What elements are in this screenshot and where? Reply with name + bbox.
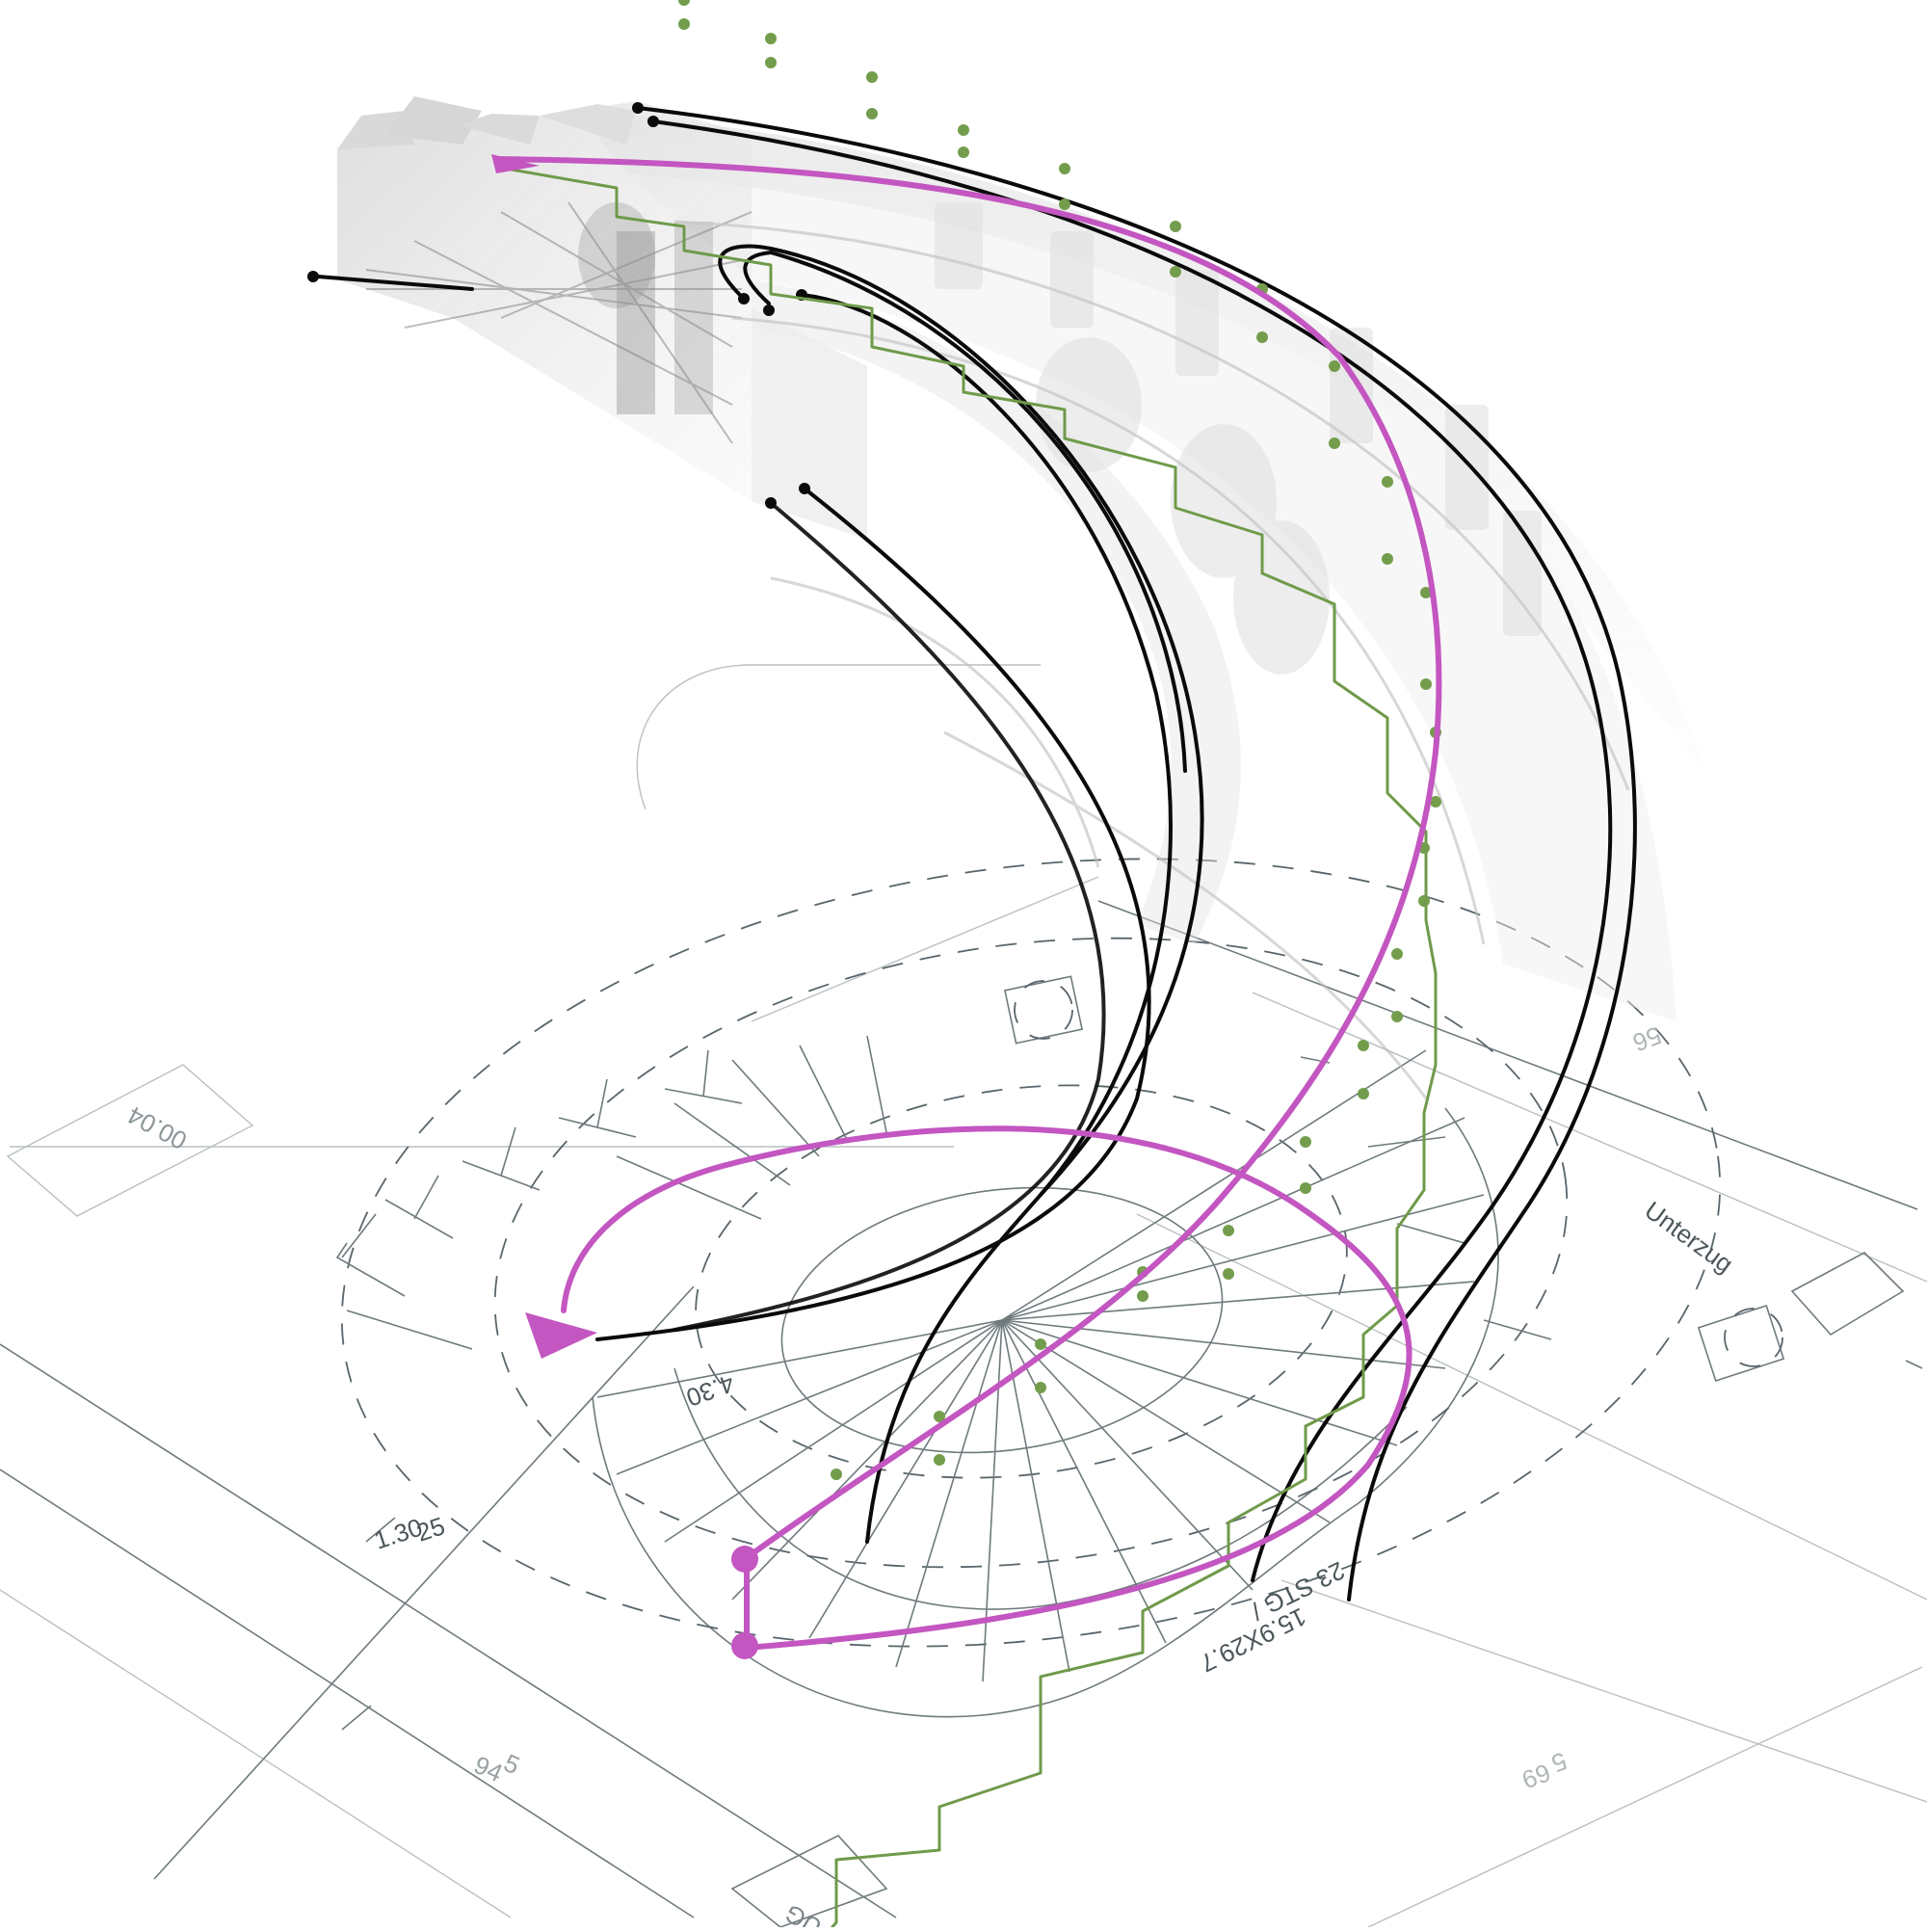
dim-bottom-sup: 5 bbox=[500, 1748, 524, 1780]
stair-outer-edge bbox=[1358, 1107, 1499, 1504]
left-rail-stub bbox=[316, 275, 474, 291]
tread-lines bbox=[596, 1035, 1485, 1682]
plan-grid-line bbox=[1097, 900, 1918, 1210]
ghost-block bbox=[337, 101, 752, 501]
step-nodes bbox=[678, 0, 1441, 1480]
upper-outline bbox=[751, 876, 1099, 1022]
plan-grid-line bbox=[1136, 1213, 1927, 1601]
inner-rail-hook bbox=[718, 244, 1204, 1197]
dim-tick bbox=[365, 1517, 396, 1543]
ghost-opening bbox=[578, 202, 655, 308]
step-zigzag bbox=[505, 167, 1438, 1932]
ghost-block bbox=[337, 111, 414, 149]
plan-grid-line bbox=[1280, 1579, 1927, 1803]
stair-outer-edge bbox=[1069, 1502, 1359, 1697]
outer-rail-bottom bbox=[651, 119, 1613, 1582]
stair-ring bbox=[493, 937, 1569, 1569]
direction-arrow bbox=[525, 1312, 597, 1359]
column-circle bbox=[1014, 980, 1073, 1040]
start-node bbox=[731, 1546, 758, 1573]
column-circle bbox=[1724, 1308, 1783, 1367]
ghost-structure bbox=[337, 96, 1705, 1099]
plan-grid-line bbox=[0, 1343, 897, 1919]
stair-ring bbox=[340, 858, 1722, 1648]
level-box bbox=[6, 1064, 254, 1217]
inner-rail-upper bbox=[800, 293, 1173, 1544]
step-markers bbox=[335, 1049, 1552, 1350]
outer-rail-top bbox=[636, 106, 1637, 1601]
plan-grid-line bbox=[1252, 992, 1927, 1283]
inner-rail-lower-2 bbox=[673, 501, 1106, 1332]
walking-line-ascent bbox=[493, 156, 1442, 1562]
stair-inner-edge bbox=[1078, 1406, 1408, 1601]
stair-inner-edge bbox=[673, 1367, 1080, 1610]
stair-ring bbox=[695, 1084, 1348, 1479]
ghost-wall bbox=[752, 279, 1241, 944]
dim-right-label: 69 bbox=[1518, 1758, 1554, 1794]
base-node bbox=[731, 1632, 758, 1659]
ghost-struts bbox=[365, 201, 752, 444]
column-box bbox=[1697, 1304, 1785, 1383]
dim-top-right-label: 56 bbox=[1629, 1020, 1665, 1057]
ghost-block bbox=[458, 114, 540, 145]
dim-tick bbox=[341, 1705, 372, 1731]
column-box bbox=[1790, 1252, 1905, 1337]
ghost-block bbox=[752, 308, 867, 540]
plan-grid-line bbox=[0, 1589, 512, 1919]
step-profile bbox=[505, 0, 1441, 1932]
plan-grid-line bbox=[153, 1285, 695, 1880]
ghost-post bbox=[617, 231, 655, 414]
plan-grid-line bbox=[0, 1469, 695, 1919]
dim-right-sup: 5 bbox=[1547, 1746, 1571, 1778]
walking-line bbox=[491, 154, 1442, 1659]
walking-line-plan bbox=[561, 1125, 1412, 1651]
upper-outline bbox=[636, 664, 1041, 810]
level-bottom-box bbox=[730, 1835, 888, 1928]
stair-eye bbox=[780, 1186, 1224, 1454]
beam-label: Unterzug bbox=[1639, 1196, 1738, 1279]
walking-line-end bbox=[491, 154, 540, 173]
rail-end-dots bbox=[307, 102, 810, 509]
ghost-post bbox=[674, 222, 713, 414]
column-box bbox=[1003, 975, 1084, 1045]
dim-tick bbox=[1905, 1360, 1923, 1369]
inner-rail-lower bbox=[595, 487, 1151, 1341]
plan-grid-line bbox=[1367, 1666, 1923, 1928]
ghost-block bbox=[385, 96, 482, 145]
ghost-block bbox=[540, 104, 636, 145]
stair-outer-edge bbox=[592, 1396, 1070, 1718]
dim-mid-label: 4.30 bbox=[682, 1368, 738, 1413]
